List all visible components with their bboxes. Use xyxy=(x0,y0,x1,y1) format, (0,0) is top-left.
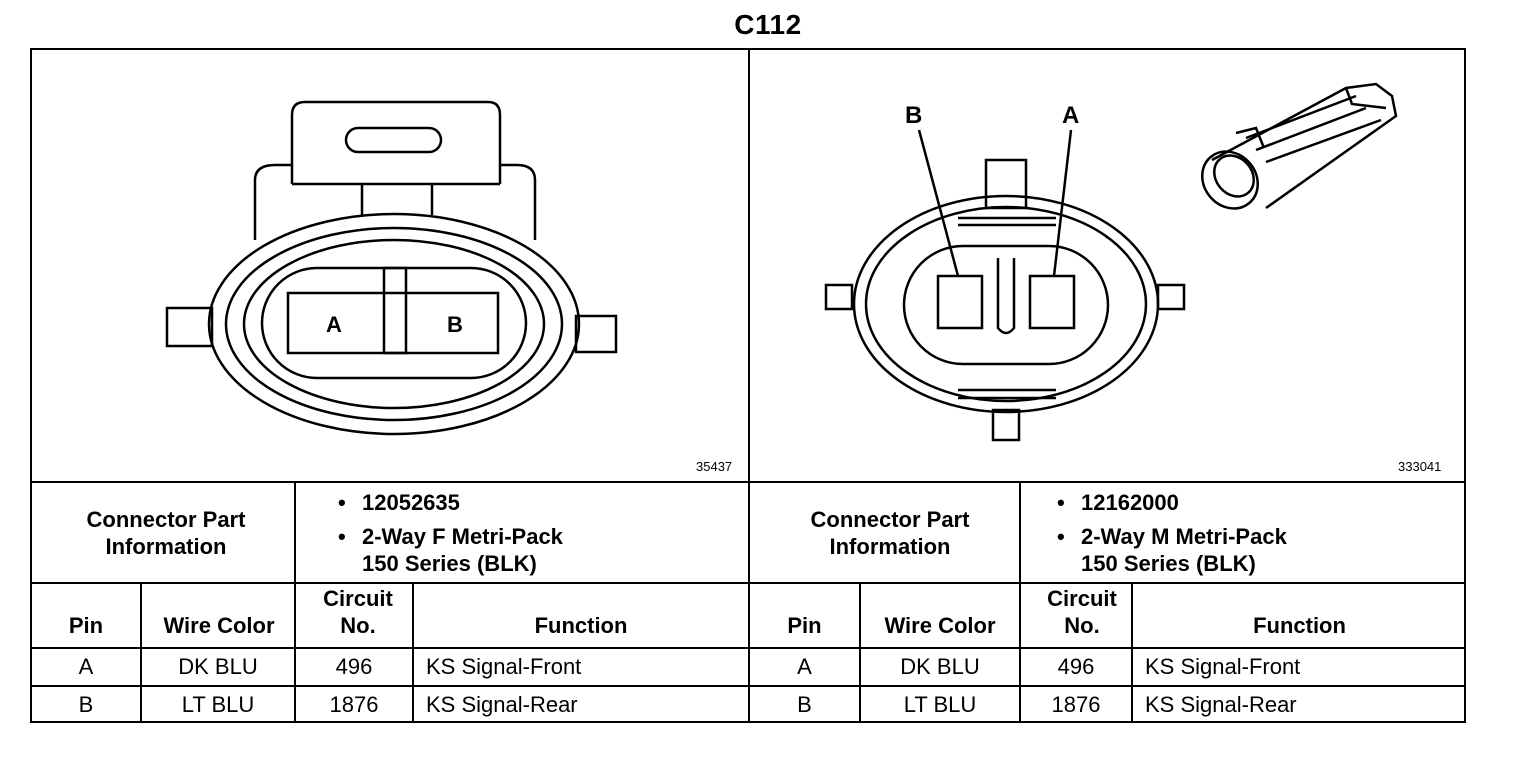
right-row-a-circuit: 496 xyxy=(1057,654,1095,679)
left-header-pin: Pin xyxy=(68,613,104,638)
row-a-bottom-line xyxy=(30,685,1466,687)
left-part-series: 150 Series (BLK) xyxy=(362,551,537,576)
left-header-circuit: Circuit No. xyxy=(323,586,393,638)
right-pin-b-label: B xyxy=(905,102,922,129)
right-header-circuit: Circuit No. xyxy=(1047,586,1117,638)
left-col-divider-1 xyxy=(140,582,142,723)
left-part-description: •2-Way F Metri-Pack xyxy=(338,524,563,549)
left-row-b-function: KS Signal-Rear xyxy=(426,692,578,717)
left-connector-drawing: A B xyxy=(165,100,618,436)
center-divider xyxy=(748,48,750,723)
right-info-divider xyxy=(1019,481,1021,584)
left-row-b-pin: B xyxy=(78,692,94,717)
left-part-number: •12052635 xyxy=(338,490,460,515)
right-connector-part-info-label: Connector Part Information xyxy=(810,506,970,559)
left-row-a-function: KS Signal-Front xyxy=(426,654,582,679)
right-col-divider-1 xyxy=(859,582,861,723)
right-row-a-wire-color: DK BLU xyxy=(900,654,980,679)
left-col-divider-2 xyxy=(294,582,296,723)
connector-perspective-icon xyxy=(1201,82,1398,210)
left-info-divider xyxy=(294,481,296,584)
right-row-a-function: KS Signal-Front xyxy=(1145,654,1301,679)
right-row-b-circuit: 1876 xyxy=(1051,692,1101,717)
left-figure-number: 35437 xyxy=(696,459,733,474)
right-header-wire-color: Wire Color xyxy=(884,613,996,638)
diagram-bottom-line xyxy=(30,481,1466,483)
left-col-divider-3 xyxy=(412,582,414,723)
right-col-divider-3 xyxy=(1131,582,1133,723)
left-row-b-wire-color: LT BLU xyxy=(181,692,255,717)
left-row-b-circuit: 1876 xyxy=(329,692,379,717)
right-part-description: •2-Way M Metri-Pack xyxy=(1057,524,1287,549)
left-header-function: Function xyxy=(534,613,628,638)
connector-title: C112 xyxy=(734,9,802,40)
right-header-pin: Pin xyxy=(787,613,822,638)
right-figure-number: 333041 xyxy=(1398,459,1442,474)
right-part-series: 150 Series (BLK) xyxy=(1081,551,1256,576)
info-bottom-line xyxy=(30,582,1466,584)
right-connector-drawing: B A xyxy=(824,102,1186,442)
right-col-divider-2 xyxy=(1019,582,1021,723)
left-row-a-pin: A xyxy=(78,654,94,679)
header-bottom-line xyxy=(30,647,1466,649)
right-row-b-wire-color: LT BLU xyxy=(903,692,977,717)
right-row-b-function: KS Signal-Rear xyxy=(1145,692,1297,717)
right-row-a-pin: A xyxy=(797,654,812,679)
left-header-wire-color: Wire Color xyxy=(163,613,275,638)
left-pin-b-label: B xyxy=(447,312,463,337)
right-part-number: •12162000 xyxy=(1057,490,1179,515)
left-connector-part-info-label: Connector Part Information xyxy=(86,506,246,559)
right-row-b-pin: B xyxy=(797,692,812,717)
right-pin-a-label: A xyxy=(1062,102,1079,129)
left-pin-a-label: A xyxy=(326,312,342,337)
right-header-function: Function xyxy=(1253,613,1346,638)
left-row-a-wire-color: DK BLU xyxy=(178,654,258,679)
left-row-a-circuit: 496 xyxy=(335,654,373,679)
